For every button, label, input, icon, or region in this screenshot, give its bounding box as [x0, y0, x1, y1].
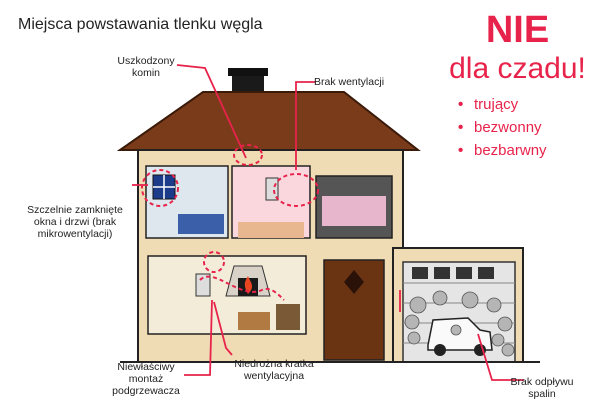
label-no-exhaust: Brak odpływu spalin: [510, 376, 574, 400]
label-sealed-windows: Szczelnie zamknięte okna i drzwi (brak m…: [27, 204, 123, 240]
armchair: [276, 304, 300, 330]
property-item: trujący: [458, 93, 547, 116]
property-item: bezwonny: [458, 116, 547, 139]
headline-czadu: dla czadu!: [449, 52, 586, 85]
label-no-ventilation: Brak wentylacji: [314, 76, 385, 88]
label-clogged-grille: Niedrożna kratka wentylacyjna: [234, 358, 314, 382]
bed: [322, 196, 386, 226]
problem-markers: [141, 144, 319, 301]
headline-nie: NIE: [485, 9, 550, 51]
property-list: trujący bezwonny bezbarwny: [458, 93, 547, 162]
pointer-lines: [132, 64, 524, 381]
headline: NIE dla czadu!: [440, 8, 595, 86]
page-title: Miejsca powstawania tlenku węgla: [18, 16, 263, 33]
roof: [116, 91, 421, 151]
label-improper-heater: Niewłaściwy montaż podgrzewacza: [112, 361, 180, 397]
chimney-cap: [228, 68, 268, 76]
label-damaged-chimney: Uszkodzony komin: [117, 55, 175, 79]
car: [427, 317, 493, 356]
property-item: bezbarwny: [458, 139, 547, 162]
exhaust-smoke: [404, 290, 515, 357]
